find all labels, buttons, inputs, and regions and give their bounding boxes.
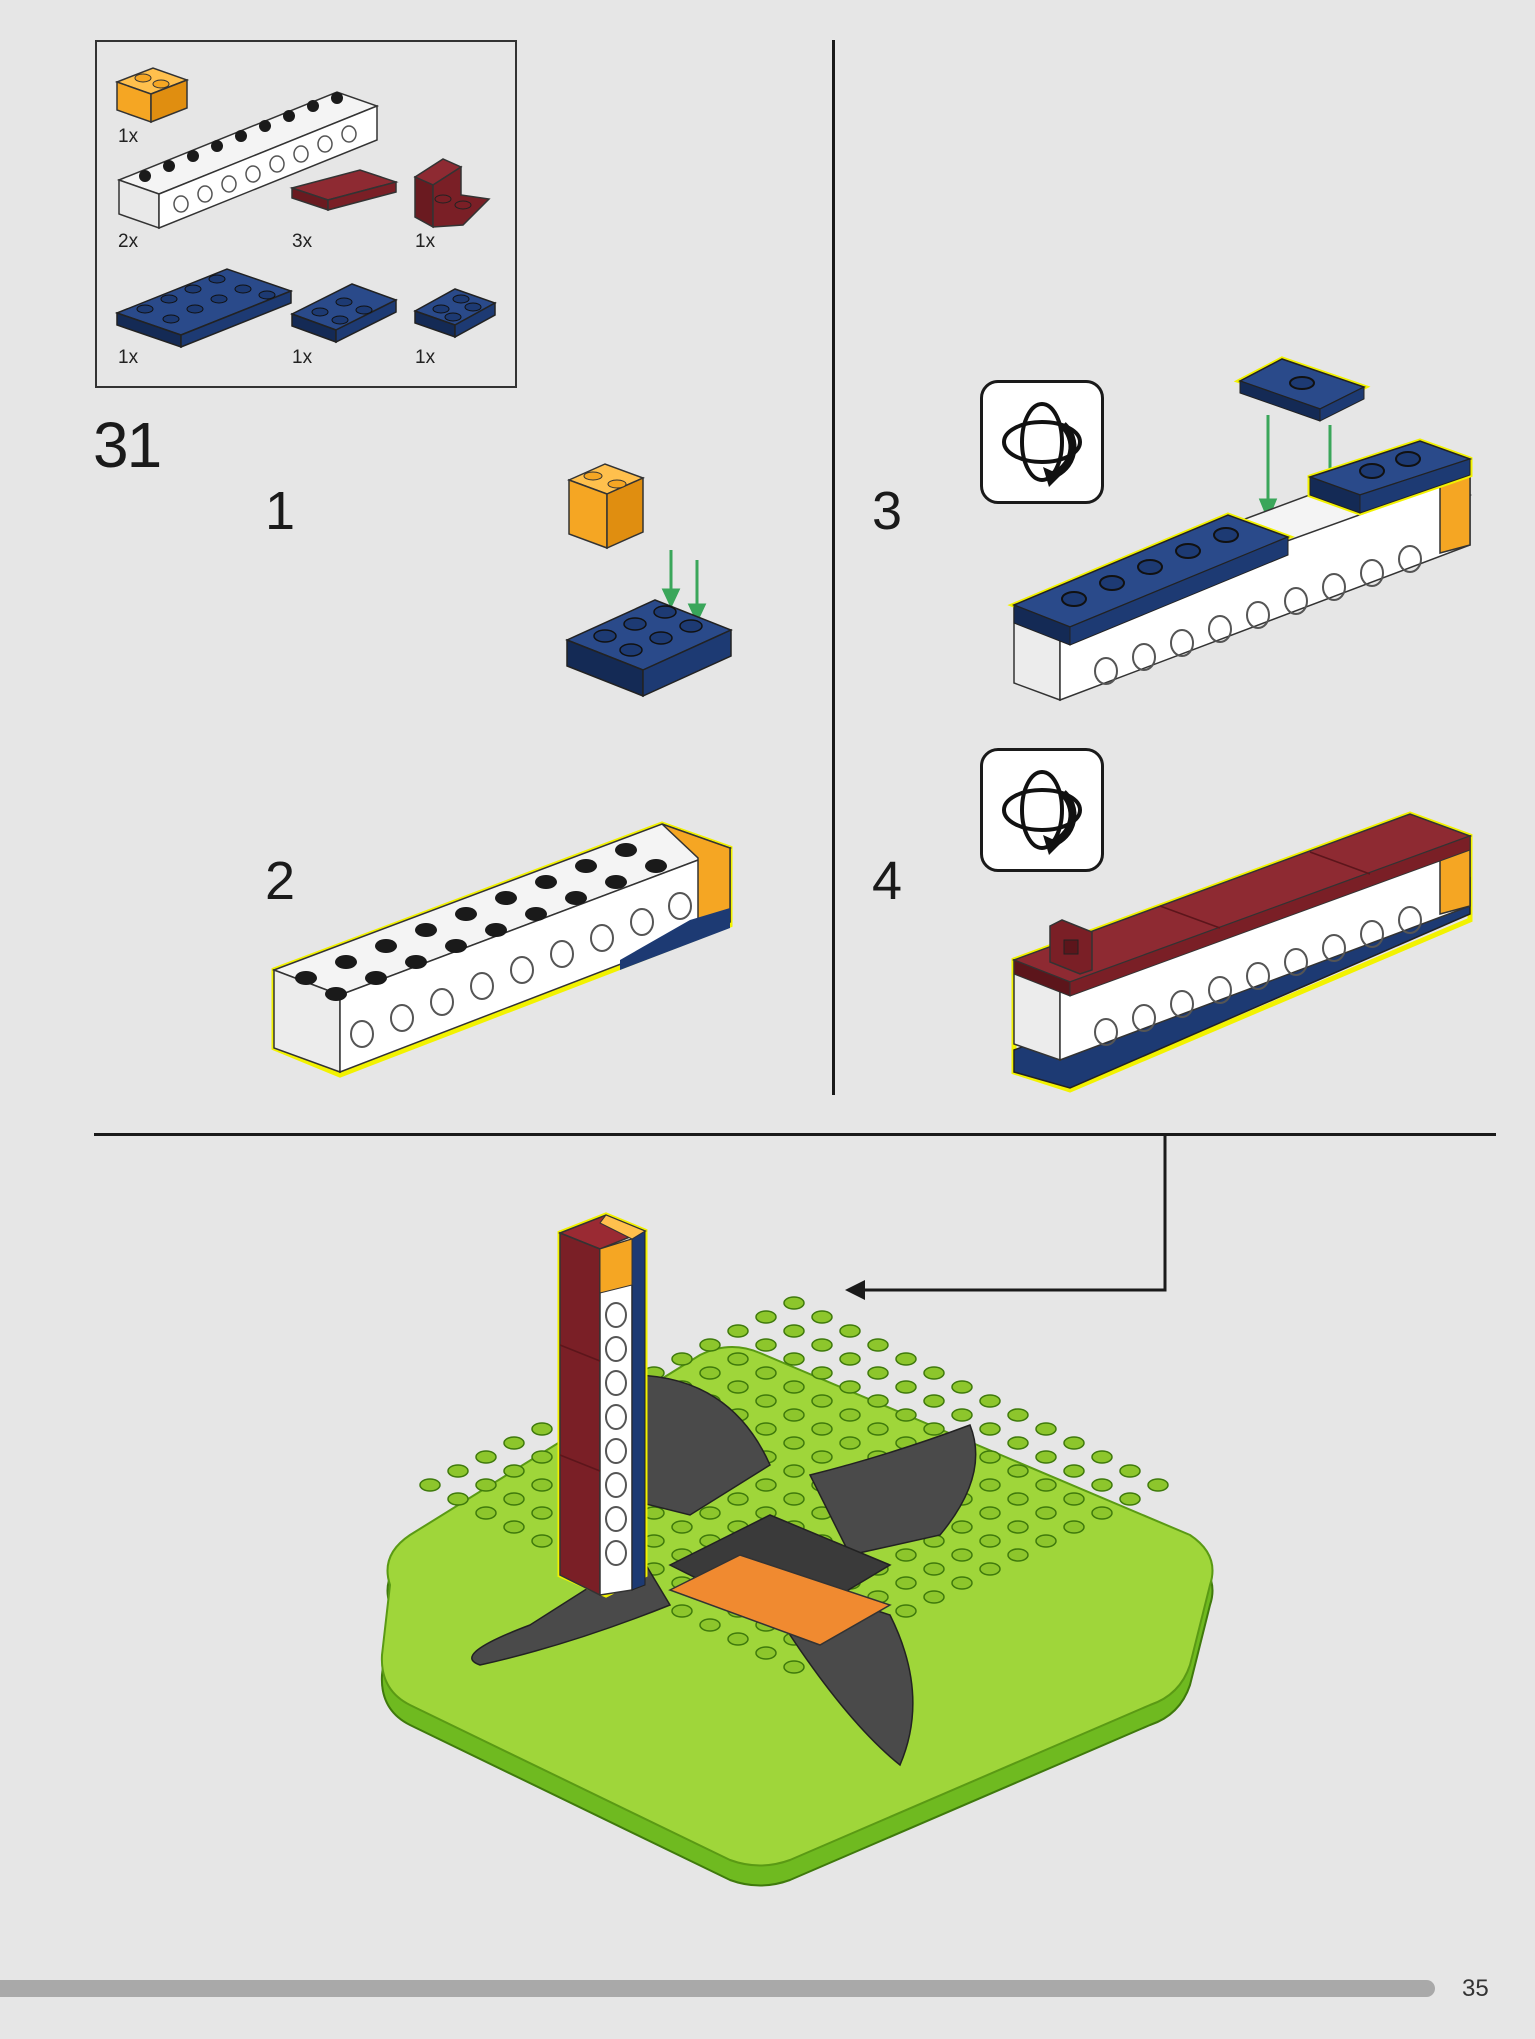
rotate-icon [980, 380, 1104, 504]
part-orange-brick-1x2 [114, 67, 190, 124]
page-number: 35 [1462, 1975, 1489, 2002]
column-divider [832, 40, 835, 1095]
part-qty: 1x [415, 347, 436, 368]
substep-label: 3 [872, 481, 903, 541]
part-qty: 1x [292, 347, 313, 368]
section-divider [94, 1133, 1496, 1136]
substep-label: 1 [265, 481, 296, 541]
part-qty: 1x [118, 347, 139, 368]
substep-1-illustration [565, 463, 733, 698]
part-qty: 2x [118, 231, 139, 252]
part-navy-plate-2x2 [413, 288, 497, 339]
part-qty: 1x [118, 126, 139, 147]
substep-2-illustration [271, 821, 733, 1078]
part-navy-plate-2x6 [114, 268, 294, 349]
rotate-icon [980, 748, 1104, 872]
part-dark-red-bracket [413, 158, 491, 229]
main-assembly-illustration [380, 1135, 1214, 1887]
substep-label: 4 [872, 851, 903, 911]
part-white-technic-brick [116, 91, 380, 230]
part-dark-red-tile [289, 169, 399, 212]
part-navy-plate-2x3 [290, 283, 398, 344]
substep-3-illustration [1007, 356, 1473, 702]
progress-bar [0, 1980, 1435, 1997]
substep-label: 2 [265, 851, 296, 911]
part-qty: 1x [415, 231, 436, 252]
substep-4-illustration [1011, 811, 1473, 1093]
part-qty: 3x [292, 231, 313, 252]
parts-list-box [95, 40, 517, 388]
step-number: 31 [93, 409, 162, 481]
